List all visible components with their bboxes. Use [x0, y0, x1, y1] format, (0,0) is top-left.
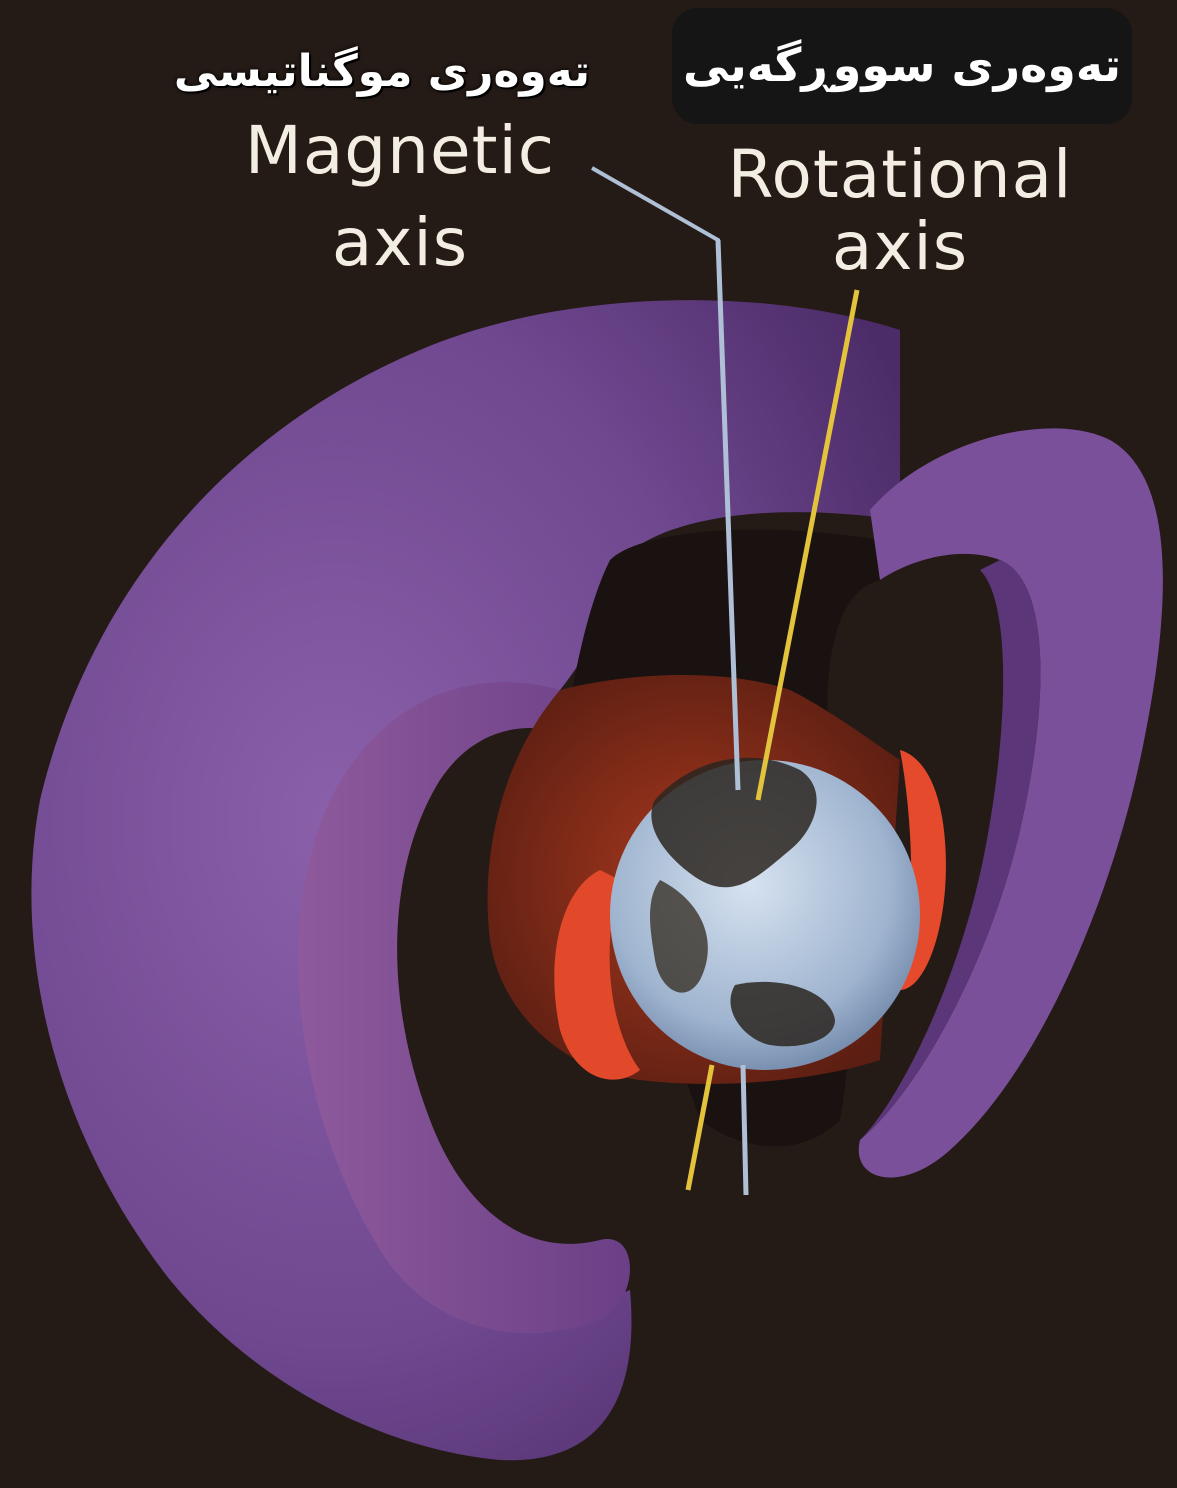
magnetic-axis-kurdish-label: تەوەری موگناتیسی — [190, 40, 590, 110]
magnetic-axis-label-line1: Magnetic — [200, 118, 600, 184]
rotational-axis-kurdish-label: تەوەری سووڕگەیی — [672, 42, 1132, 88]
rotational-axis-label-line1: Rotational — [680, 142, 1120, 208]
rotational-axis-label-line2: axis — [680, 214, 1120, 280]
magnetic-axis-label-line2: axis — [200, 210, 600, 276]
magnetic-axis-line-bottom — [743, 1065, 746, 1195]
